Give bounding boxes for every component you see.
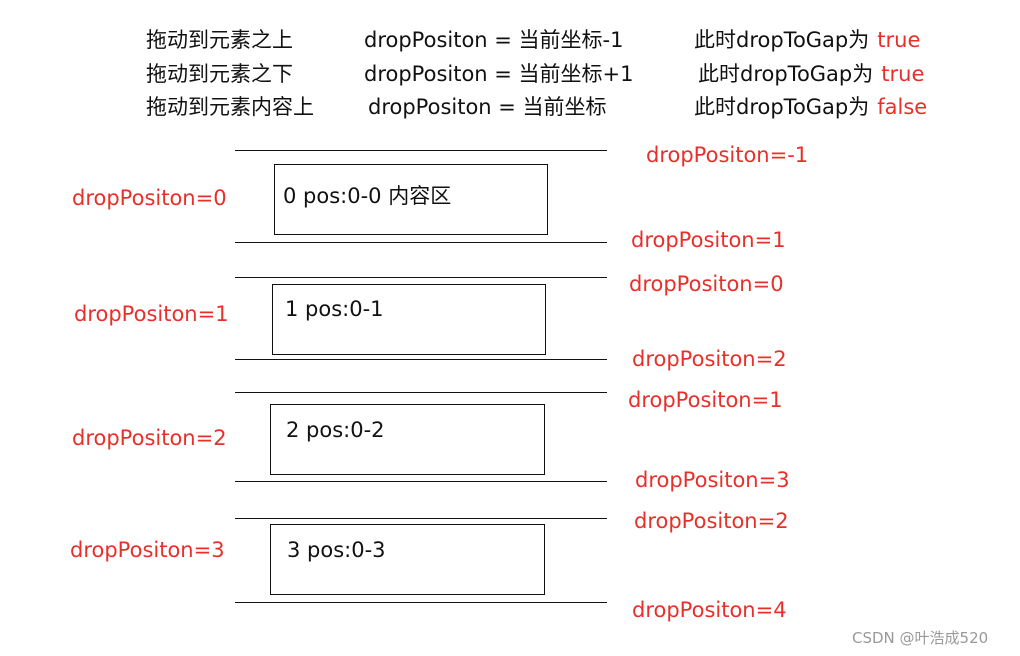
node-0-above-position: dropPositon=-1 (646, 143, 809, 167)
node-2-label: 2 pos:0-2 (286, 418, 385, 442)
rule-formula: dropPositon = 当前坐标-1 (364, 28, 624, 52)
tree-node-3 (270, 524, 545, 595)
gap-line-below-node-2 (235, 481, 607, 482)
node-2-above-position: dropPositon=1 (628, 388, 783, 412)
rule-value: true (877, 28, 921, 52)
rule-drag-below: 拖动到元素之下 dropPositon = 当前坐标+1 此时dropToGap为 t… (146, 62, 924, 86)
rule-drag-on-content: 拖动到元素内容上 dropPositon = 当前坐标 此时dropToGap为 fa… (146, 95, 927, 119)
rule-drag-above: 拖动到元素之上 dropPositon = 当前坐标-1 此时dropToGap为 t… (146, 28, 920, 52)
gap-line-below-node-3 (235, 602, 607, 603)
tree-node-1 (272, 284, 546, 355)
rule-action: 拖动到元素之下 (146, 62, 293, 86)
gap-line-above-node-2 (235, 392, 607, 393)
rule-action: 拖动到元素之上 (146, 28, 293, 52)
gap-line-above-node-3 (235, 518, 607, 519)
rule-formula: dropPositon = 当前坐标+1 (364, 62, 634, 86)
rule-action: 拖动到元素内容上 (146, 95, 314, 119)
node-1-below-position: dropPositon=2 (632, 347, 787, 371)
node-3-above-position: dropPositon=2 (634, 509, 789, 533)
rule-note: 此时dropToGap为 (694, 95, 870, 119)
rule-formula: dropPositon = 当前坐标 (368, 95, 607, 119)
node-0-below-position: dropPositon=1 (631, 228, 786, 252)
tree-node-2 (270, 404, 545, 475)
gap-line-above-node-0 (235, 150, 607, 151)
node-1-label: 1 pos:0-1 (285, 297, 384, 321)
node-1-content-position: dropPositon=1 (74, 302, 229, 326)
node-3-content-position: dropPositon=3 (70, 538, 225, 562)
gap-line-above-node-1 (235, 277, 607, 278)
node-0-label: 0 pos:0-0 内容区 (283, 184, 452, 208)
node-1-above-position: dropPositon=0 (629, 272, 784, 296)
gap-line-below-node-1 (235, 359, 607, 360)
rule-note: 此时dropToGap为 (698, 62, 874, 86)
gap-line-below-node-0 (235, 242, 607, 243)
node-2-below-position: dropPositon=3 (635, 468, 790, 492)
node-0-content-position: dropPositon=0 (72, 186, 227, 210)
node-3-below-position: dropPositon=4 (632, 598, 787, 622)
node-2-content-position: dropPositon=2 (72, 426, 227, 450)
rule-note: 此时dropToGap为 (694, 28, 870, 52)
tree-node-0 (274, 164, 548, 235)
rule-value: false (877, 95, 928, 119)
rule-value: true (881, 62, 925, 86)
watermark: CSDN @叶浩成520 (852, 629, 989, 647)
node-3-label: 3 pos:0-3 (287, 538, 386, 562)
